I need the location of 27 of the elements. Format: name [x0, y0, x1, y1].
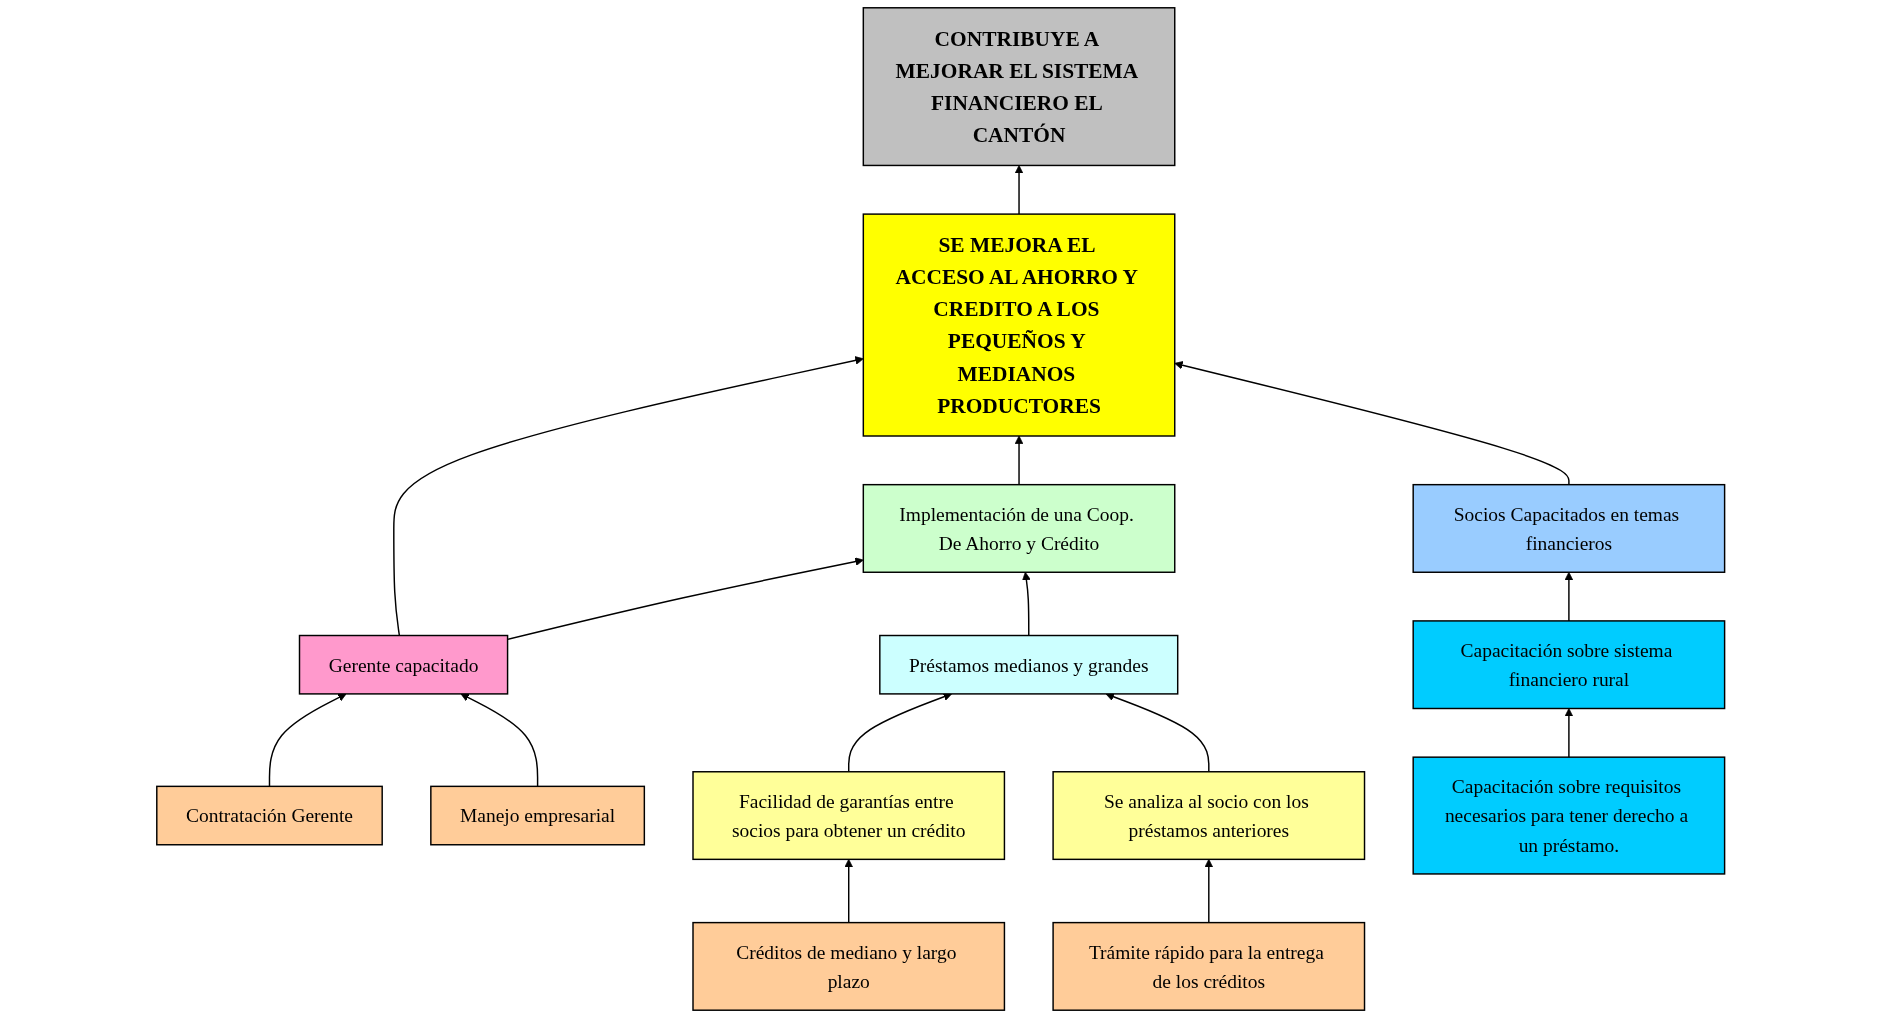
node-box: Gerente capacitado	[298, 634, 509, 695]
arrow	[460, 693, 539, 788]
node-box: Se analiza al socio con los préstamos anteriores	[1052, 771, 1366, 861]
arrow	[1014, 435, 1024, 486]
arrow	[1105, 692, 1210, 773]
node-box: SE MEJORA EL ACCESO AL AHORRO Y CREDITO A LOS PEQUEÑOS Y MEDIANOS PRODUCTORES	[862, 213, 1176, 437]
arrow	[1204, 858, 1213, 924]
arrow	[1564, 571, 1573, 622]
arrow	[1564, 708, 1573, 758]
node-box: Créditos de mediano y largo plazo	[692, 921, 1005, 1011]
arrow	[847, 692, 952, 773]
arrow	[1014, 165, 1024, 215]
node-box: Socios Capacitados en temas financieros	[1412, 483, 1726, 573]
arrow	[268, 693, 347, 788]
node-box: Capacitación sobre requisitos necesarios para tener derecho a un préstamo.	[1412, 756, 1726, 875]
node-box: CONTRIBUYE A MEJORAR EL SISTEMA FINANCIERO EL CANTÓN	[862, 7, 1176, 167]
arrow	[392, 356, 864, 637]
arrow	[844, 858, 853, 924]
node-box: Capacitación sobre sistema financiero rural	[1412, 620, 1726, 710]
node-box: Trámite rápido para la entrega de los créditos	[1052, 921, 1366, 1011]
node-box: Implementación de una Coop. De Ahorro y Crédito	[862, 483, 1176, 573]
node-box: Manejo empresarial	[429, 785, 645, 846]
node-box: Facilidad de garantías entre socios para obtener un crédito	[692, 771, 1005, 861]
arrow	[1021, 571, 1031, 637]
node-box: Préstamos medianos y grandes	[878, 634, 1179, 695]
arrow	[1174, 361, 1570, 486]
node-box: Contratación Gerente	[155, 785, 383, 846]
